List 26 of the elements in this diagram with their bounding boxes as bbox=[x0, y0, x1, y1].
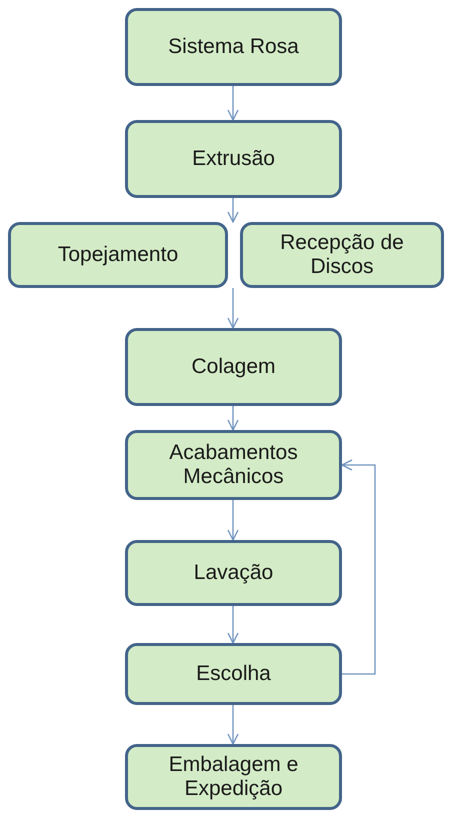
process-box bbox=[8, 222, 228, 288]
arrow bbox=[227, 606, 239, 644]
arrow bbox=[227, 406, 239, 431]
process-box bbox=[125, 430, 342, 500]
process-label: Embalagem e Expedição bbox=[168, 752, 300, 802]
process-label: Recepção de Discos bbox=[279, 230, 405, 280]
process-box bbox=[125, 328, 342, 406]
process-label: Colagem bbox=[191, 354, 276, 380]
process-box bbox=[125, 643, 342, 705]
arrow bbox=[227, 705, 239, 745]
process-label: Sistema Rosa bbox=[168, 34, 299, 60]
process-label: Extrusão bbox=[192, 146, 275, 172]
arrow bbox=[227, 500, 239, 541]
arrow bbox=[227, 288, 239, 329]
arrow bbox=[227, 198, 239, 223]
process-box bbox=[125, 8, 342, 86]
process-label: Lavação bbox=[194, 560, 274, 586]
process-label: Topejamento bbox=[58, 242, 178, 268]
process-label: Acabamentos Mecânicos bbox=[168, 440, 299, 490]
process-box bbox=[240, 222, 444, 288]
process-box bbox=[125, 744, 342, 810]
arrow bbox=[341, 459, 376, 675]
process-box bbox=[125, 540, 342, 606]
process-box bbox=[125, 120, 342, 198]
process-label: Escolha bbox=[196, 662, 271, 686]
arrow bbox=[227, 86, 239, 121]
